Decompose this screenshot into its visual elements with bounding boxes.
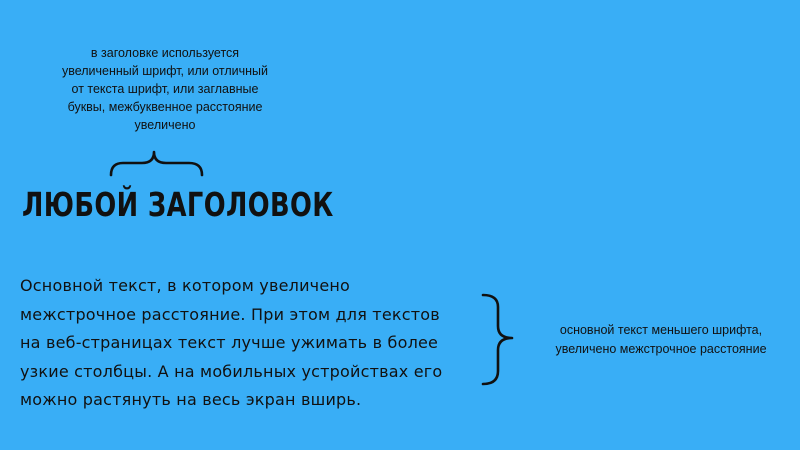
top-curly-brace-icon — [109, 150, 204, 177]
heading-annotation: в заголовке используется увеличенный шри… — [40, 44, 290, 134]
heading-annotation-line: в заголовке используется — [90, 46, 240, 60]
body-paragraph-line: можно растянуть на весь экран вширь. — [20, 390, 362, 409]
body-paragraph-line: узкие столбцы. А на мобильных устройства… — [20, 361, 443, 381]
body-annotation-line: основной текст меньшего шрифта, — [559, 323, 763, 337]
body-paragraph: Основной текст, в котором увеличено межс… — [20, 272, 490, 415]
body-paragraph-line: на веб-страницах текст лучше ужимать в б… — [20, 333, 439, 352]
body-annotation-line: увеличено межстрочное расстояние — [555, 342, 767, 356]
heading-annotation-line: увеличено — [134, 118, 196, 132]
body-annotation: основной текст меньшего шрифта, увеличен… — [536, 321, 786, 359]
heading-annotation-line: буквы, межбуквенное расстояние — [67, 100, 263, 114]
right-curly-brace-icon — [481, 293, 514, 386]
body-paragraph-line: межстрочное расстояние. При этом для тек… — [20, 304, 440, 324]
body-paragraph-line: Основной текст, в котором увеличено — [20, 276, 351, 295]
page-heading: ЛЮБОЙ ЗАГОЛОВОК — [22, 185, 334, 224]
heading-annotation-line: от текста шрифт, или заглавные — [71, 82, 259, 96]
heading-annotation-line: увеличенный шрифт, или отличный — [61, 64, 269, 78]
